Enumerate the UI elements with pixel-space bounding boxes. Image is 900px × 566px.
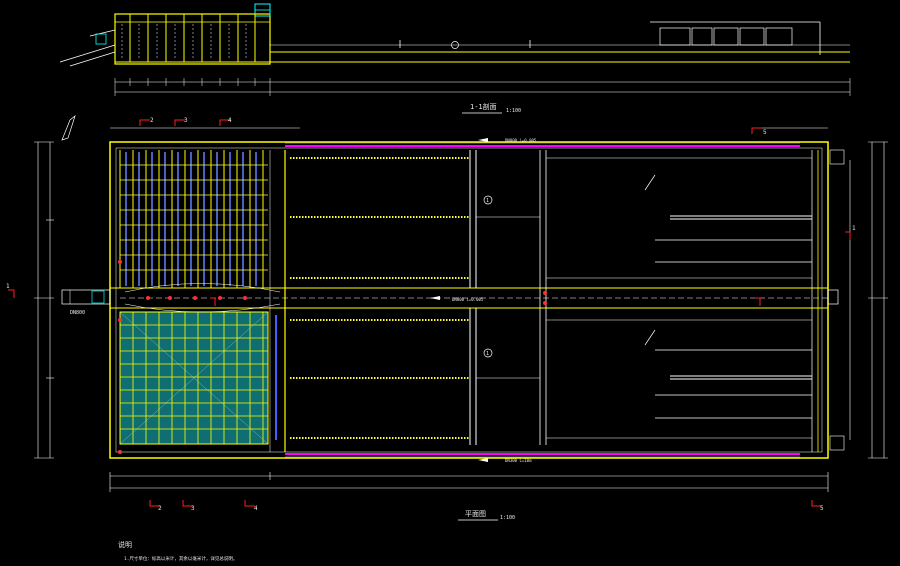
bottom-pipe-label: DN300 L=10m bbox=[505, 458, 532, 463]
callout-1-upper: 1 bbox=[486, 198, 489, 204]
mark-1-left: 1 bbox=[6, 283, 10, 290]
section-view: 1-1剖面 1:100 bbox=[59, 3, 851, 141]
section-scale: 1:100 bbox=[506, 108, 521, 114]
mark-2-top: 2 bbox=[150, 117, 154, 124]
notes: 说明 1.尺寸单位：标高以米计，其余以毫米计，详见总说明。 bbox=[118, 540, 237, 562]
plan-title: 平面图 bbox=[465, 510, 486, 518]
note-text: 1.尺寸单位：标高以米计，其余以毫米计，详见总说明。 bbox=[124, 555, 237, 562]
lower-filter-grid bbox=[119, 311, 277, 445]
mark-5-bottom: 5 bbox=[820, 505, 824, 512]
inlet-label: DN800 bbox=[70, 310, 85, 316]
section-title: 1-1剖面 bbox=[470, 102, 497, 111]
mark-4-top: 4 bbox=[228, 117, 232, 124]
mark-2-bottom: 2 bbox=[158, 505, 162, 512]
mark-3-top: 3 bbox=[184, 117, 188, 124]
plan-view: 1 1 DN800 i=0.005 DN800 i=0.005 DN300 L=… bbox=[6, 117, 888, 521]
channel-pipe-label: DN800 i=0.005 bbox=[452, 297, 484, 302]
mark-4-bottom: 4 bbox=[254, 505, 258, 512]
mark-3-bottom: 3 bbox=[191, 505, 195, 512]
section-marks: 2 3 4 5 2 3 4 5 1 1 bbox=[6, 117, 856, 512]
inlet-pipe: DN800 bbox=[61, 289, 111, 316]
mark-5-top: 5 bbox=[763, 129, 767, 136]
top-pipe-label: DN800 i=0.005 bbox=[505, 138, 537, 143]
plan-scale: 1:100 bbox=[500, 515, 515, 521]
note-heading: 说明 bbox=[118, 540, 132, 549]
upper-filter-grid bbox=[119, 150, 268, 288]
callout-1-lower: 1 bbox=[486, 351, 489, 357]
mark-1-right: 1 bbox=[852, 225, 856, 232]
